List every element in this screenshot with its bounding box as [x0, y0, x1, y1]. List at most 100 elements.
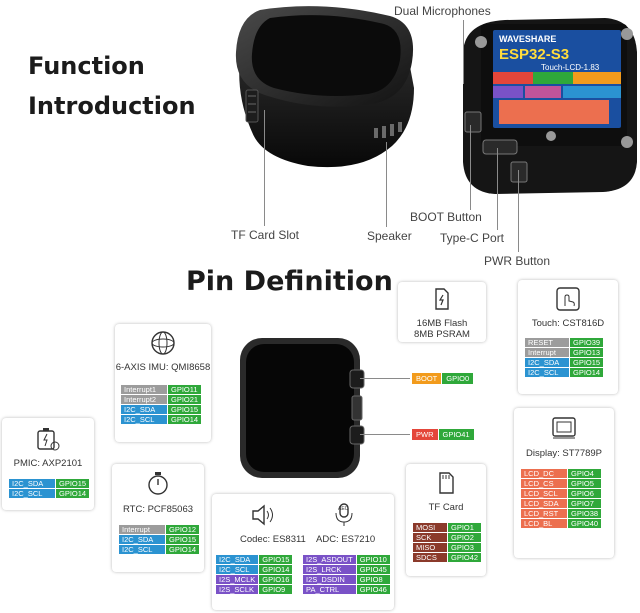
callout-line-speaker: [386, 142, 387, 227]
pin-definition-heading: Pin Definition: [186, 266, 393, 297]
pmic-pin-gpio: GPIO15: [56, 479, 90, 488]
function-heading-line1: Function: [28, 52, 145, 80]
codec-pin-name: I2S_DSDIN: [303, 575, 356, 584]
display-pin-gpio: GPIO4: [568, 469, 602, 478]
imu-pin-gpio: GPIO14: [168, 415, 202, 424]
connector-boot: [360, 378, 410, 379]
pwr-pin: PWR GPIO41: [412, 429, 474, 440]
display-title: Display: ST7789P: [525, 448, 603, 459]
sd-card-icon: [437, 472, 455, 499]
codec-pin-gpio: GPIO46: [356, 585, 390, 594]
codec-pin-name: I2S_LRCK: [303, 565, 356, 574]
codec-pin-name: I2C_SDA: [216, 555, 259, 564]
memory-card: 16MB Flash 8MB PSRAM: [398, 282, 486, 342]
codec-pin-gpio: GPIO14: [259, 565, 293, 574]
rtc-pin-name: Interrupt: [119, 525, 165, 534]
callout-dual-microphones: Dual Microphones: [394, 4, 491, 18]
imu-pin-name: I2C_SCL: [121, 415, 167, 424]
rtc-title: RTC: PCF85063: [122, 504, 194, 515]
boot-pin: BOOT GPIO0: [412, 373, 474, 384]
touch-pin-gpio: GPIO15: [570, 358, 604, 367]
codec-pin-name: I2S_ASDOUT: [303, 555, 356, 564]
function-heading: Function Introduction: [28, 46, 196, 126]
display-pin-name: LCD_DC: [521, 469, 567, 478]
codec-pin-gpio: GPIO15: [259, 555, 293, 564]
display-pin-name: LCD_RST: [521, 509, 567, 518]
callout-line-mic: [463, 20, 464, 84]
device-back-image: WAVESHARE ESP32-S3 Touch-LCD-1.83: [455, 12, 640, 197]
callout-line-typec: [497, 148, 498, 230]
stopwatch-icon: [146, 470, 170, 501]
tf-card-pin-name: MOSI: [413, 523, 447, 532]
tf-card-pin-name: SCK: [413, 533, 447, 542]
board-brand-label: WAVESHARE: [499, 34, 557, 44]
codec-pin-name: I2S_MCLK: [216, 575, 259, 584]
tf-card-pin-gpio: GPIO1: [448, 523, 482, 532]
display-pin-name: LCD_SDA: [521, 499, 567, 508]
codec-pin-gpio: GPIO8: [356, 575, 390, 584]
rtc-pin-gpio: GPIO14: [166, 545, 200, 554]
gyroscope-icon: [150, 330, 176, 361]
tf-card-pin-gpio: GPIO2: [448, 533, 482, 542]
rtc-pin-gpio: GPIO15: [166, 535, 200, 544]
imu-pin-name: Interrupt2: [121, 395, 167, 404]
microphone-icon: [332, 502, 356, 533]
codec-pin-gpio: GPIO16: [259, 575, 293, 584]
callout-tf-card-slot: TF Card Slot: [231, 228, 300, 242]
touch-pin-gpio: GPIO39: [570, 338, 604, 347]
callout-type-c-port: Type-C Port: [440, 231, 505, 245]
battery-gear-icon: [35, 426, 61, 457]
display-pin-gpio: GPIO6: [568, 489, 602, 498]
callout-line-tf: [264, 110, 265, 226]
tf-card-pin-name: MISO: [413, 543, 447, 552]
tf-card-pin-gpio: GPIO42: [448, 553, 482, 562]
memory-psram-label: 8MB PSRAM: [414, 329, 470, 340]
codec-title: Codec: ES8311: [240, 534, 306, 545]
speaker-icon: [250, 502, 276, 533]
tf-card-pin-name: SDCS: [413, 553, 447, 562]
board-product-label: Touch-LCD-1.83: [541, 63, 600, 72]
imu-pin-name: I2C_SDA: [121, 405, 167, 414]
pmic-pin-gpio: GPIO14: [56, 489, 90, 498]
display-icon: [551, 416, 577, 445]
callout-speaker: Speaker: [367, 229, 412, 243]
codec-pin-gpio: GPIO45: [356, 565, 390, 574]
pmic-title: PMIC: AXP2101: [13, 458, 83, 469]
codec-pin-name: I2S_SCLK: [216, 585, 259, 594]
device-front-image: [222, 0, 422, 180]
function-heading-line2: Introduction: [28, 92, 196, 120]
codec-pin-gpio: GPIO10: [356, 555, 390, 564]
imu-pin-gpio: GPIO15: [168, 405, 202, 414]
device-center-image: [238, 336, 368, 482]
imu-pin-gpio: GPIO21: [168, 395, 202, 404]
callout-line-boot: [470, 125, 471, 210]
